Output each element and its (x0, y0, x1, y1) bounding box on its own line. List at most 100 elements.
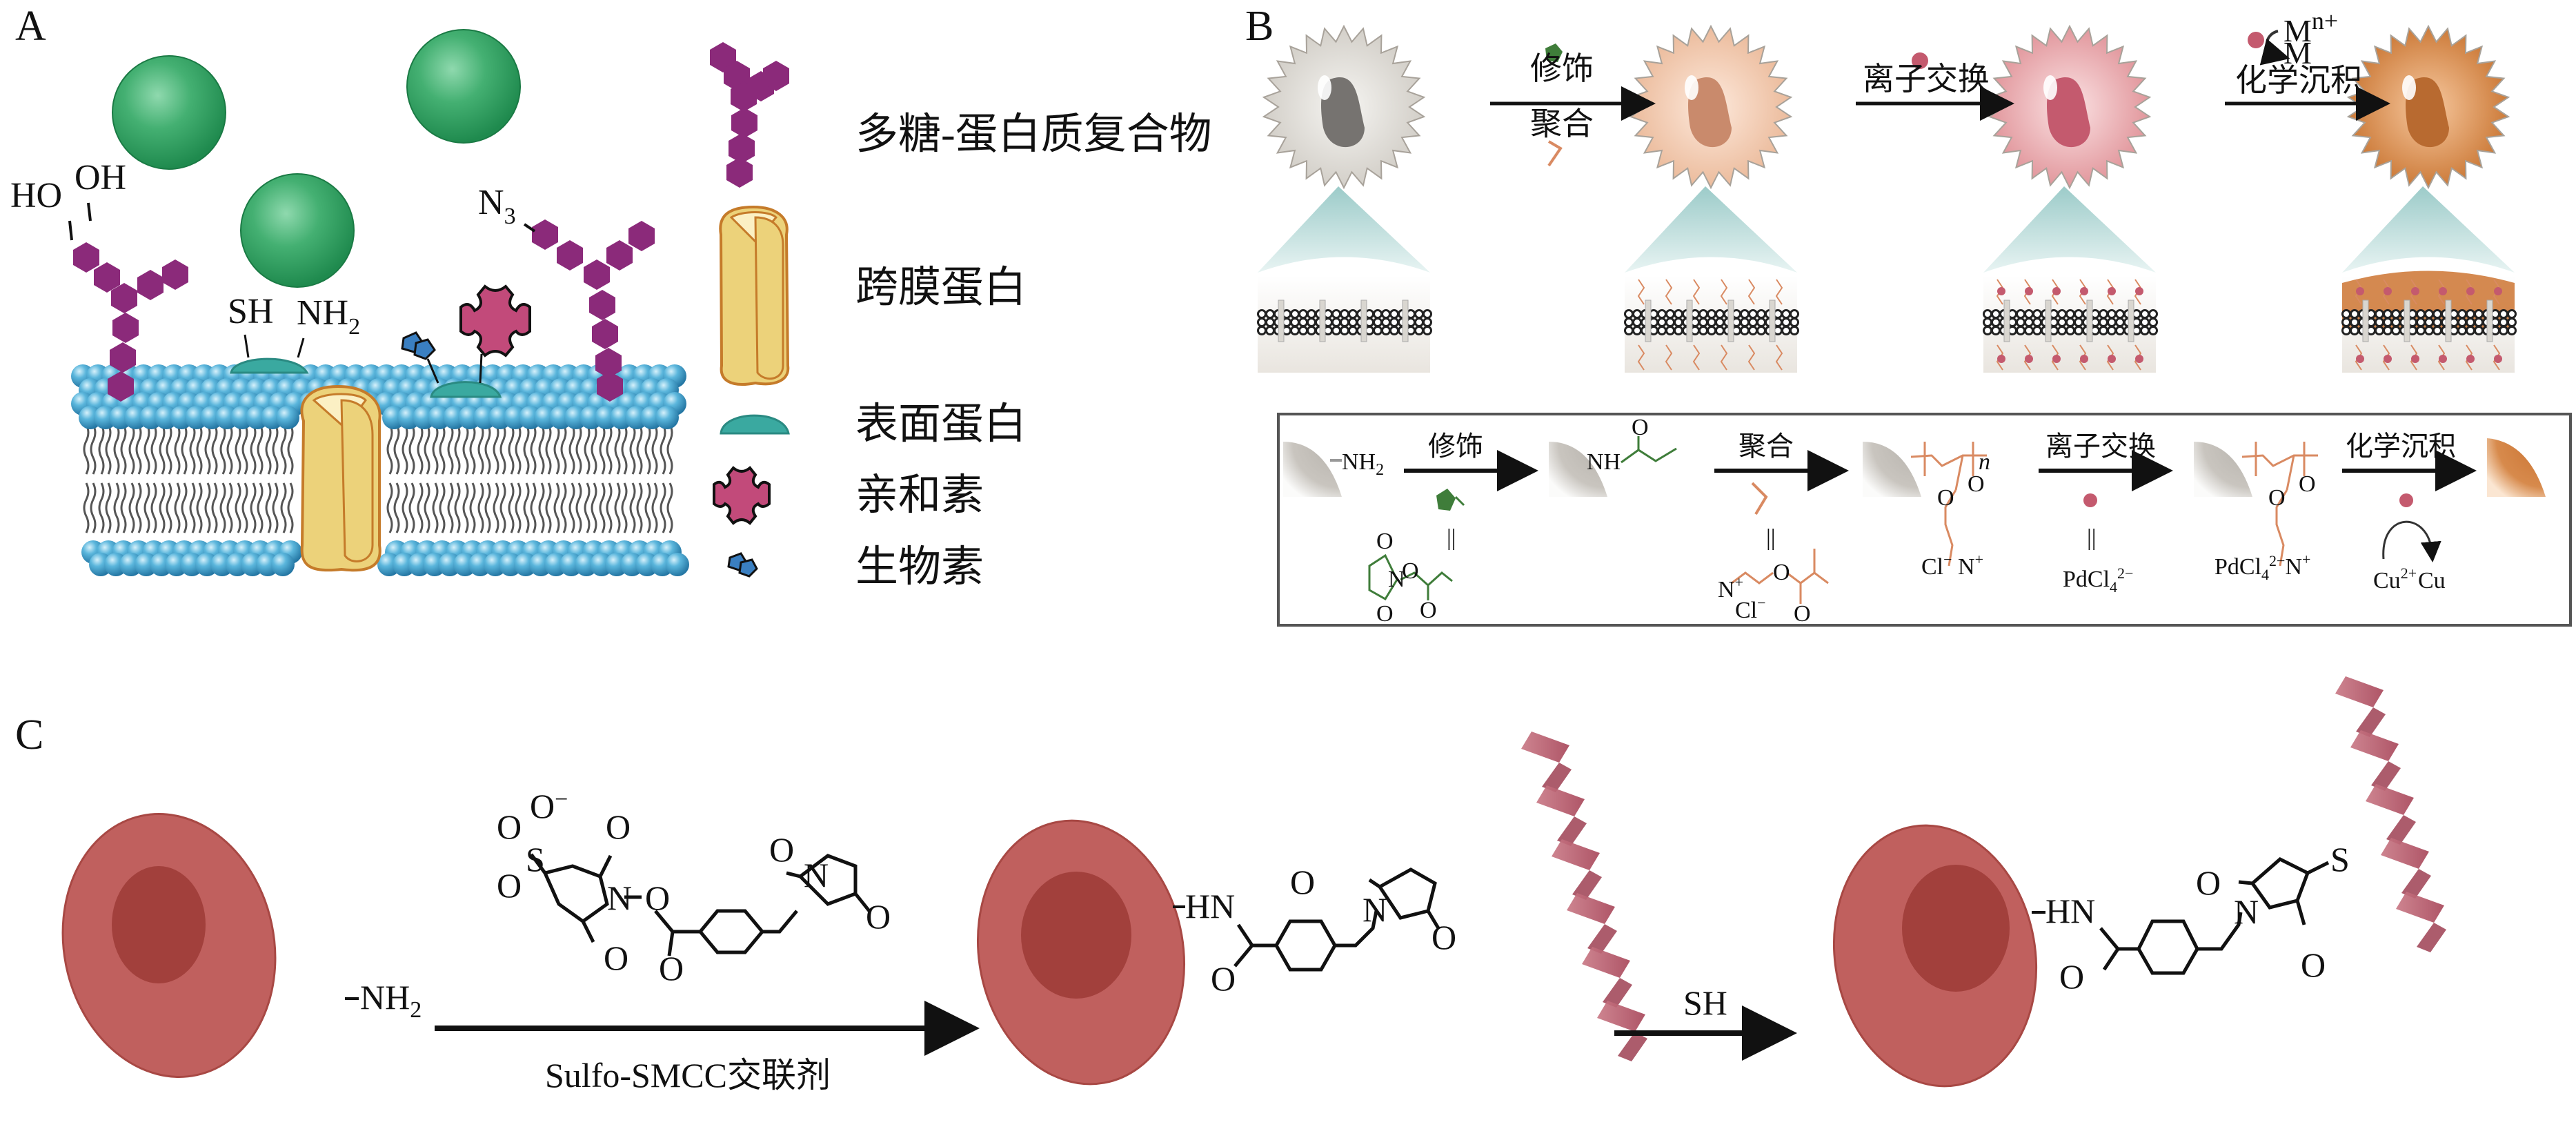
helix-ribbon-segment (2381, 838, 2429, 869)
lipid-bead (1715, 309, 1725, 319)
lipid-tail (599, 482, 606, 533)
lipid-bead (2391, 317, 2401, 327)
lipid-bead (1991, 309, 2001, 319)
lipid-bead (2074, 326, 2083, 335)
lipid-bead (2032, 326, 2042, 335)
step-1-top-label: 修饰 (1530, 51, 1594, 86)
lipid-tail (408, 424, 415, 475)
lipid-head (655, 406, 679, 429)
lipid-tail (98, 424, 105, 475)
avidin-molecule (459, 284, 531, 384)
cell2-hn: HN (1185, 887, 1235, 925)
lipid-bead (1340, 317, 1349, 327)
lipid-tail (204, 424, 211, 475)
lipid-bead (1373, 309, 1383, 319)
lipid-bead (2424, 317, 2434, 327)
lipid-bead (2341, 309, 2351, 319)
helix-ribbon-segment (1618, 1032, 1647, 1061)
lipid-bead (1307, 309, 1316, 319)
lipid-bead (2107, 317, 2117, 327)
top-step-2: 离子交换 (1856, 52, 2014, 121)
lipid-tail (499, 482, 506, 533)
legend-label-transmembrane: 跨膜蛋白 (855, 264, 1027, 311)
lipid-tail (181, 424, 188, 475)
lipid-tail (515, 424, 522, 475)
lipid-bead (1665, 326, 1675, 335)
lipid-tail (105, 482, 112, 533)
lipid-bead (1715, 326, 1725, 335)
label-oh: OH (75, 158, 126, 197)
svg-text:O: O (1376, 601, 1394, 627)
lipid-tail (143, 482, 150, 533)
step-1-bottom-label: 聚合 (1530, 106, 1594, 141)
helix-ribbon-segment (1567, 893, 1615, 924)
svg-text:O: O (1420, 598, 1437, 623)
lipid-bead (2057, 309, 2067, 319)
lipid-tail (447, 482, 454, 533)
metal-ion-label: Mn+ (2283, 7, 2338, 48)
lipid-tail (135, 482, 142, 533)
surface-protein-icon (720, 414, 790, 435)
lipid-tail (666, 482, 673, 533)
legend-label-glycoprotein: 多糖-蛋白质复合物 (855, 111, 1212, 158)
helix-ribbon-segment (1536, 785, 1585, 816)
lipid-bead (1414, 309, 1424, 319)
lipid-tail (553, 424, 560, 475)
lipid-bead (2457, 309, 2467, 319)
lipid-tail (408, 482, 415, 533)
cell3-n: N (2234, 892, 2259, 931)
lipid-tail (135, 424, 142, 475)
lipid-tail (90, 482, 97, 533)
lipid-tail (508, 482, 515, 533)
lipid-bead (2057, 326, 2067, 335)
lipid-tail (439, 482, 446, 533)
lipid-tail (287, 424, 294, 475)
svg-text:||: || (1447, 525, 1456, 551)
lipid-tail (265, 424, 272, 475)
lipid-bead (1665, 309, 1675, 319)
svg-text:N: N (1388, 567, 1405, 592)
zoom-cone (1258, 186, 1430, 273)
transmembrane-protein-icon (719, 205, 790, 386)
lipid-tail (105, 424, 112, 475)
particle-surface (2194, 442, 2252, 497)
label-n3: N3 (478, 183, 516, 229)
cell-stage-1 (1257, 24, 1432, 373)
lipid-bead (1707, 326, 1716, 335)
lipid-tail (621, 424, 628, 475)
red-blood-cell (61, 813, 277, 1078)
lipid-tail (166, 482, 172, 533)
scheme-step-2-label: 聚合 (1738, 431, 1794, 462)
lipid-bead (2115, 309, 2125, 319)
lipid-bead (2375, 326, 2384, 335)
lipid-tail (83, 424, 90, 475)
lipid-tail (424, 482, 430, 533)
helix-ribbon-segment (1552, 839, 1600, 870)
lipid-bead (2148, 317, 2158, 327)
lipid-tail (530, 482, 537, 533)
svg-text:n: n (1979, 449, 1990, 475)
lipid-tail (83, 482, 90, 533)
lipid-tail (439, 424, 446, 475)
lipid-tail (568, 424, 575, 475)
lipid-bead (1624, 326, 1634, 335)
lipid-bead (2148, 309, 2158, 319)
lipid-tail (591, 424, 597, 475)
peptide-helix (1521, 732, 1647, 1061)
lipid-tail (189, 424, 196, 475)
lipid-tail (402, 482, 408, 533)
lipid-tail (90, 424, 97, 475)
particle-surface (1283, 442, 1342, 497)
lipid-bead (1715, 317, 1725, 327)
lipid-tail (545, 424, 552, 475)
lipid-tail (660, 482, 666, 533)
lipid-tail (666, 424, 673, 475)
zoom-cone (2342, 186, 2515, 273)
scheme-cu-ion: Cu2+ (2373, 565, 2417, 593)
helix-ribbon-segment (2371, 761, 2401, 791)
cell-nucleus (1688, 77, 1732, 148)
lipid-tail (196, 424, 203, 475)
lipid-bead (2375, 309, 2384, 319)
nanoparticle-sphere (112, 55, 226, 170)
